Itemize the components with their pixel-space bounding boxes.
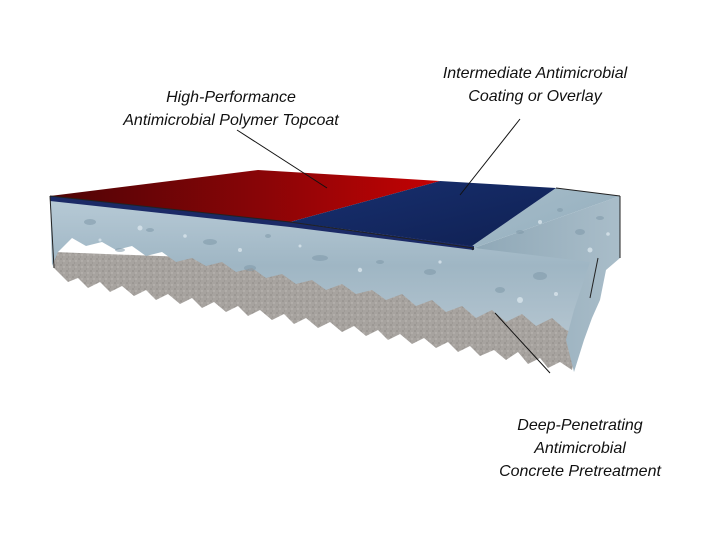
intermediate-layer [290,181,556,246]
pretreatment-label-line3: Concrete Pretreatment [499,463,661,480]
pretreatment-label-line1: Deep-Penetrating [517,417,643,434]
leader-line-pretreatment [494,312,551,374]
slab-corner-edges [49,195,621,299]
topcoat-label-line2: Antimicrobial Polymer Topcoat [123,112,339,129]
concrete-slab-side [474,196,620,372]
leader-line-intermediate [459,118,521,196]
layer-outlines [49,187,621,249]
topcoat-label: High-Performance Antimicrobial Polymer T… [96,86,366,132]
concrete-texture [84,208,604,293]
pretreatment-label: Deep-Penetrating Antimicrobial Concrete … [470,414,690,483]
intermediate-underlayer-edge [50,196,474,250]
leader-lines [236,118,551,374]
topcoat-label-line1: High-Performance [166,89,296,106]
concrete-slab-front [50,198,600,334]
concrete-slab-top [472,188,620,248]
intermediate-label-line2: Coating or Overlay [468,88,602,105]
leader-line-topcoat [236,129,328,189]
intermediate-label-line1: Intermediate Antimicrobial [442,65,628,82]
topcoat-layer [50,170,440,222]
intermediate-label: Intermediate Antimicrobial Coating or Ov… [415,62,655,108]
concrete-bubbles [98,220,610,303]
pretreatment-label-line2: Antimicrobial [534,440,626,457]
